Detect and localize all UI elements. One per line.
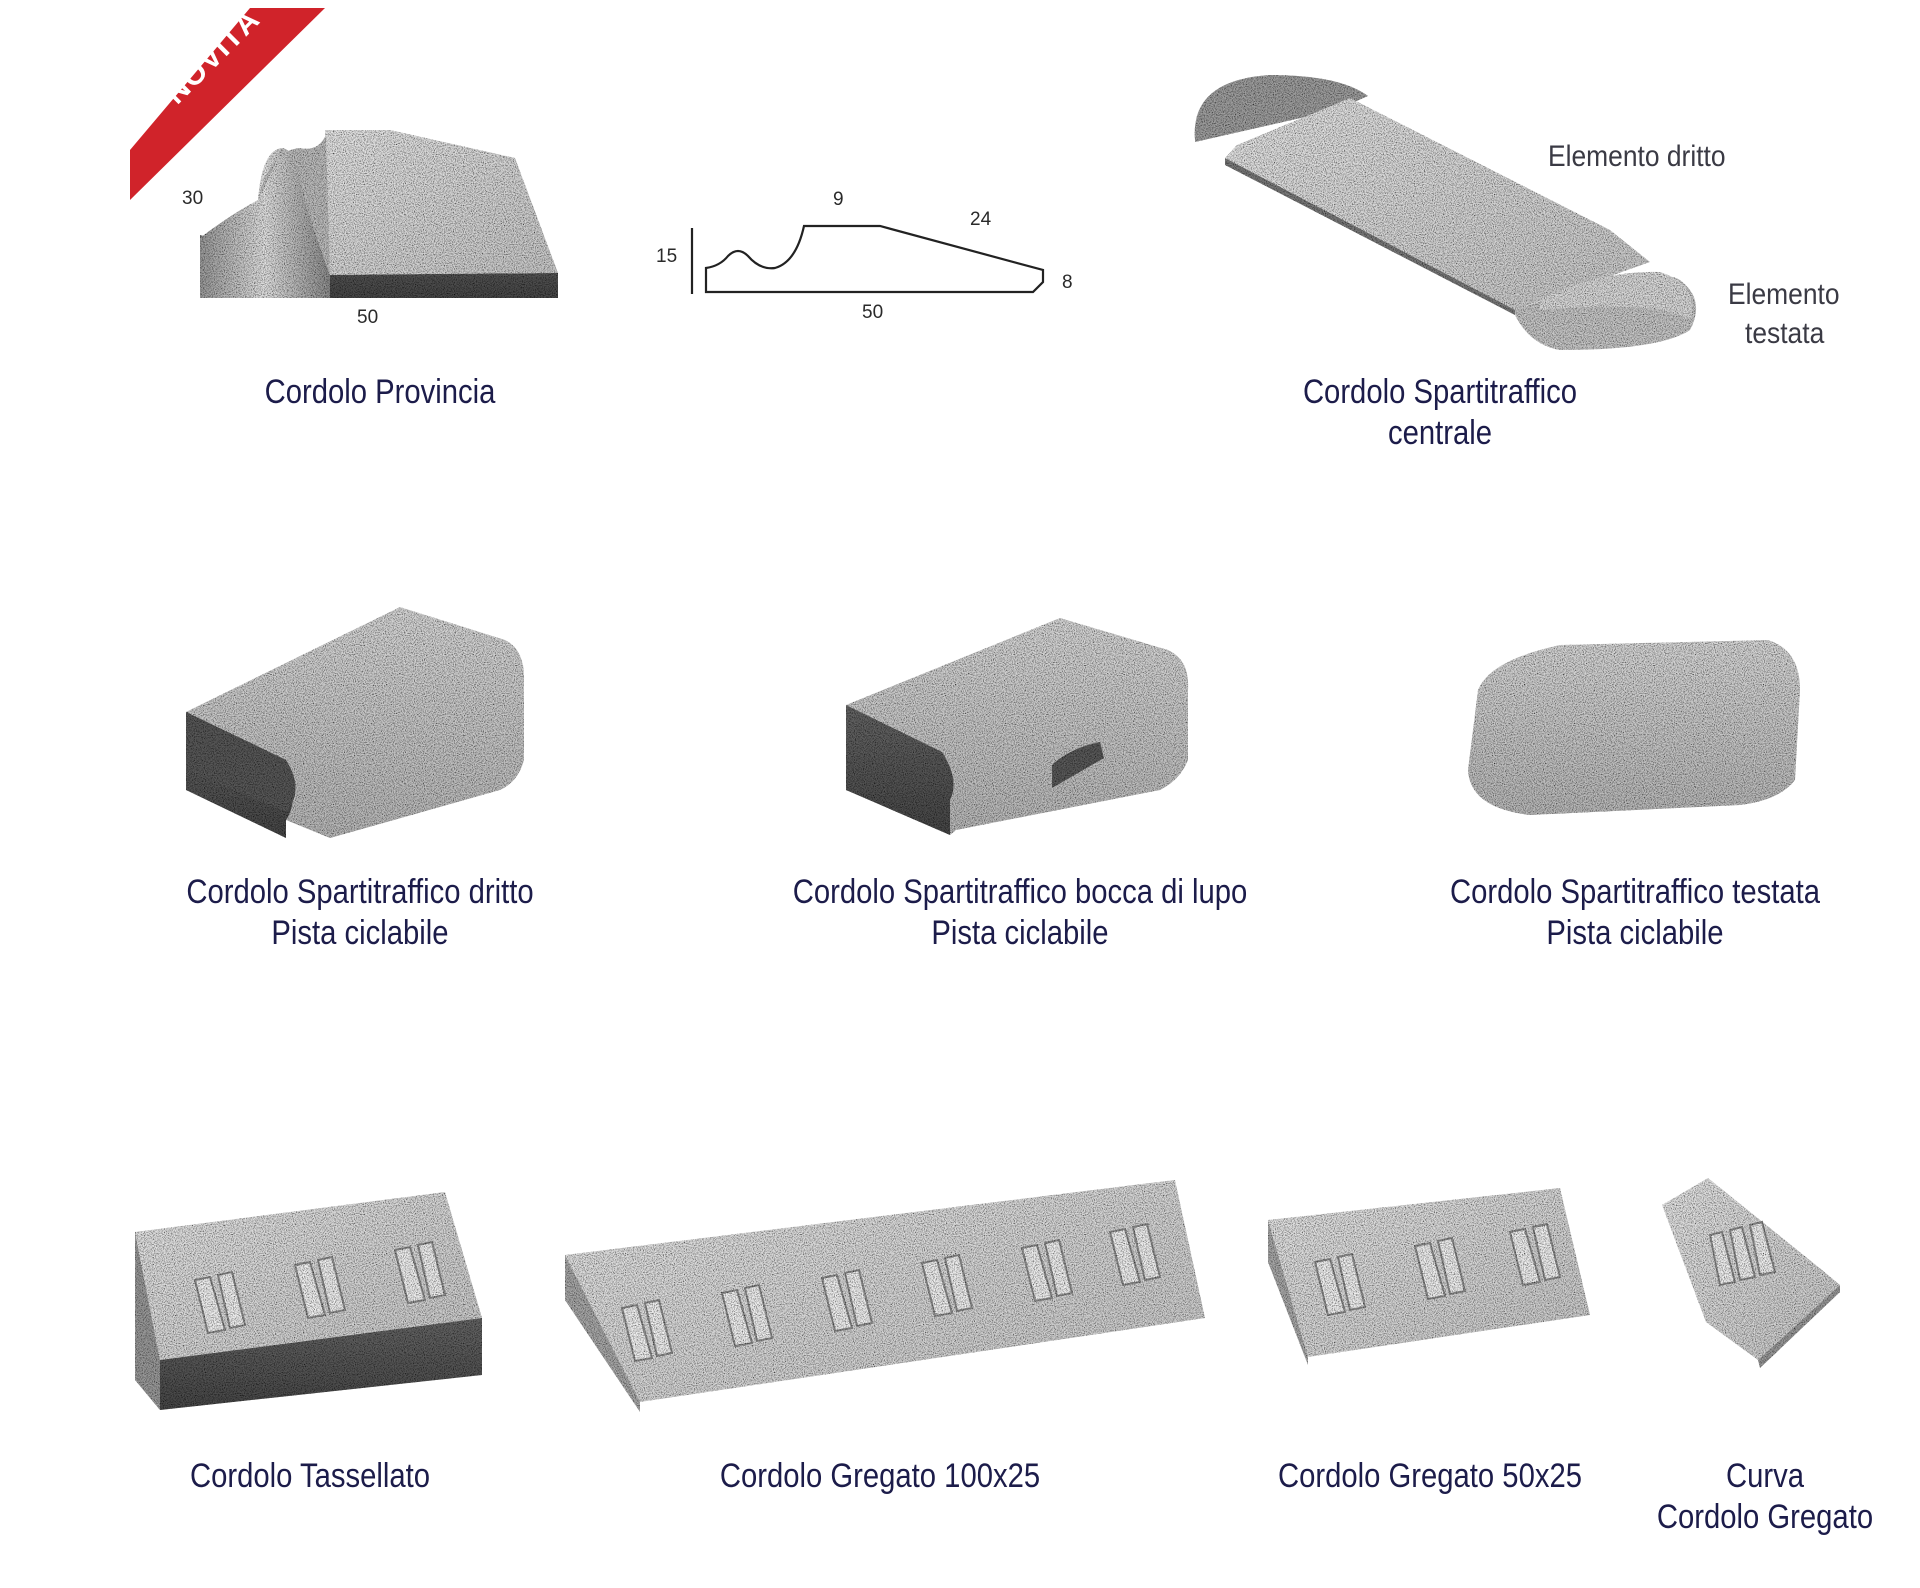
label-elemento-testata-2: testata: [1745, 317, 1825, 350]
profile-dim-width: 50: [862, 302, 884, 323]
bocca-di-lupo-photo: [846, 618, 1189, 835]
profile-dim-slope: 24: [970, 209, 992, 230]
gregato-50x25-photo: [1268, 1188, 1590, 1365]
curva-photo: [1662, 1178, 1840, 1368]
testata-photo: [1468, 640, 1800, 815]
novita-badge-ribbon: [130, 8, 325, 200]
provincia-profile-drawing: [690, 224, 1045, 294]
tassellato-photo: [135, 1192, 482, 1410]
caption-cordolo-gregato-50x25: Cordolo Gregato 50x25: [1278, 1457, 1582, 1495]
provincia-photo-dim-width: 50: [357, 307, 379, 328]
provincia-photo-dim-height: 30: [182, 188, 204, 209]
caption-spartitraffico-testata: Cordolo Spartitraffico testata Pista cic…: [1449, 873, 1821, 952]
caption-cordolo-provincia: Cordolo Provincia: [264, 373, 496, 411]
label-elemento-testata-1: Elemento: [1728, 278, 1840, 311]
dritto-photo: [186, 607, 525, 838]
caption-cordolo-gregato-100x25: Cordolo Gregato 100x25: [719, 1457, 1041, 1495]
profile-dim-top: 9: [833, 189, 844, 210]
caption-curva-cordolo-gregato: Curva Cordolo Gregato: [1656, 1457, 1874, 1536]
caption-cordolo-centrale: Cordolo Spartitraffico centrale: [1302, 373, 1578, 452]
caption-cordolo-tassellato: Cordolo Tassellato: [189, 1457, 431, 1495]
profile-dim-height: 15: [656, 246, 678, 267]
label-elemento-dritto: Elemento dritto: [1548, 140, 1726, 173]
caption-spartitraffico-bocca-di-lupo: Cordolo Spartitraffico bocca di lupo Pis…: [792, 873, 1248, 952]
provincia-photo: [200, 130, 558, 298]
caption-spartitraffico-dritto: Cordolo Spartitraffico dritto Pista cicl…: [186, 873, 534, 952]
gregato-100x25-photo: [565, 1180, 1205, 1412]
centrale-photo: [1194, 75, 1697, 350]
profile-dim-end: 8: [1062, 272, 1073, 293]
